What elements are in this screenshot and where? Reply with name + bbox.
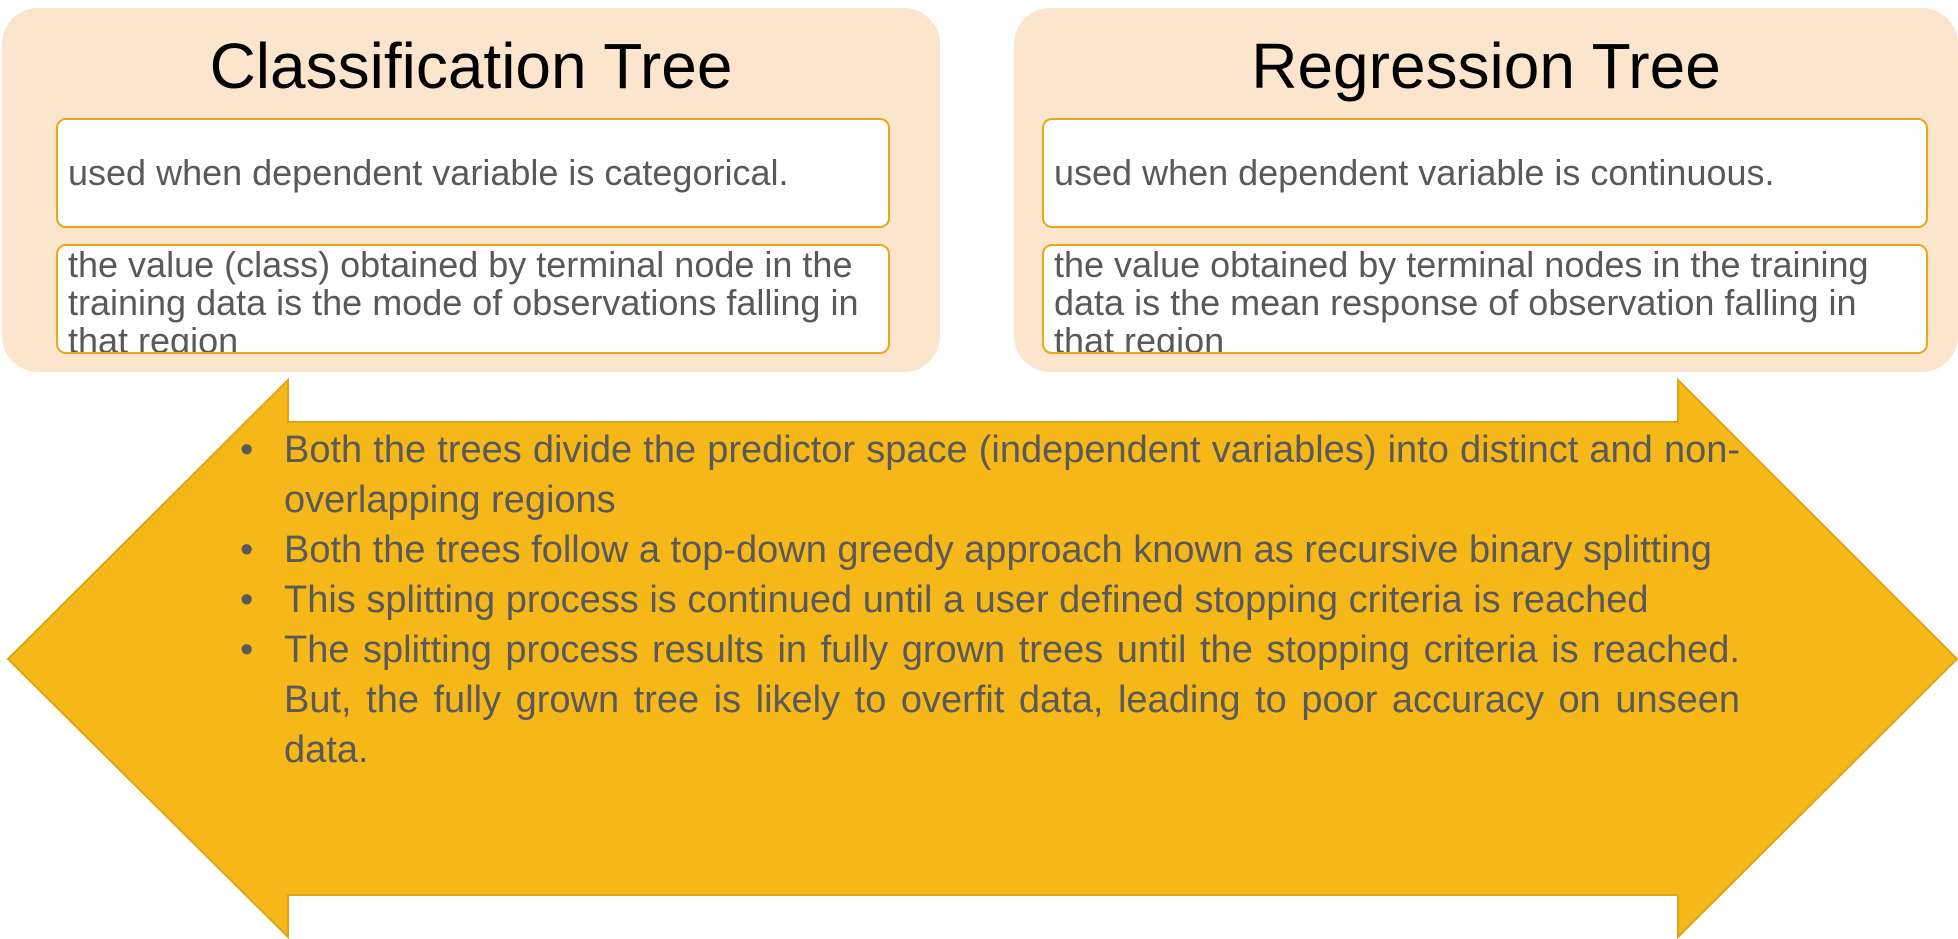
similarity-text: The splitting process results in fully g… <box>284 629 1740 771</box>
regression-usage-card: used when dependent variable is continuo… <box>1042 118 1928 228</box>
bullet-marker: • <box>240 429 254 471</box>
similarity-item: • Both the trees divide the predictor spa… <box>228 425 1740 525</box>
similarity-item: • Both the trees follow a top-down greedy… <box>228 525 1740 575</box>
similarity-item: • This splitting process is continued unt… <box>228 575 1740 625</box>
similarity-text: This splitting process is continued unti… <box>284 579 1649 621</box>
similarities-list: • Both the trees divide the predictor spa… <box>228 425 1740 775</box>
regression-tree-panel: Regression Tree used when dependent vari… <box>1014 8 1958 372</box>
classification-tree-panel: Classification Tree used when dependent … <box>2 8 940 372</box>
classification-usage-card: used when dependent variable is categori… <box>56 118 890 228</box>
bullet-marker: • <box>240 579 254 621</box>
double-headed-arrow-shape <box>6 377 1958 939</box>
similarity-text: Both the trees follow a top-down greedy … <box>284 529 1712 571</box>
bullet-marker: • <box>240 529 254 571</box>
classification-terminal-value-card: the value (class) obtained by terminal n… <box>56 244 890 354</box>
similarity-text: Both the trees divide the predictor spac… <box>284 429 1740 521</box>
regression-terminal-value-card: the value obtained by terminal nodes in … <box>1042 244 1928 354</box>
classification-tree-title: Classification Tree <box>209 30 733 102</box>
bullet-marker: • <box>240 629 254 671</box>
regression-tree-title: Regression Tree <box>1251 30 1721 102</box>
similarity-item: • The splitting process results in fully … <box>228 625 1740 775</box>
